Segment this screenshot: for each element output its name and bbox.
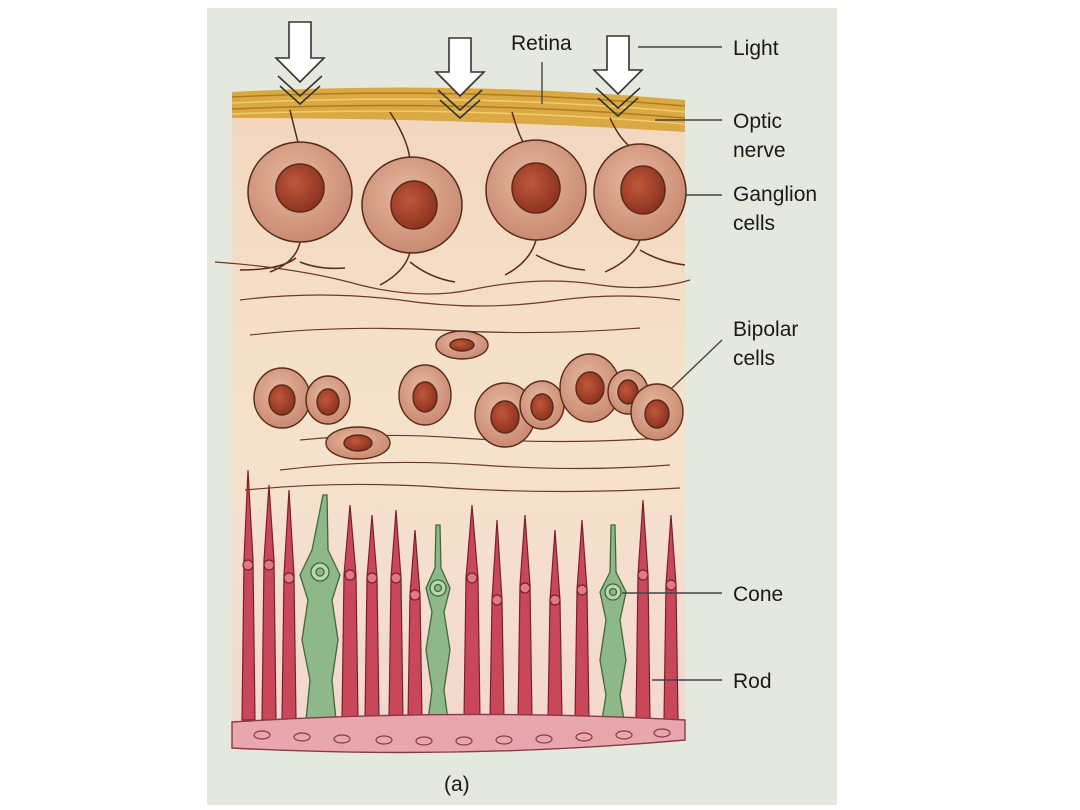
label-retina: Retina [511,32,572,55]
ganglion-cell [361,111,463,286]
plexiform-layer [214,261,691,493]
ganglion-cells [239,109,687,286]
bipolar-cell [559,353,621,423]
label-rod: Rod [733,670,772,693]
light-arrow-2 [434,37,486,120]
light-arrow-3 [592,35,644,118]
bipolar-cell [305,375,351,425]
label-bipolar-cells: cells [733,347,775,370]
label-optic: Optic [733,110,782,133]
bipolar-cell [630,383,684,441]
cone-cell [599,524,627,721]
label-cone: Cone [733,583,783,606]
cone-cell [425,524,451,721]
label-light: Light [733,37,779,60]
bipolar-cell [253,367,311,429]
light-arrows [274,21,644,120]
leader-lines [541,46,723,681]
cones [299,494,627,721]
labels: Retina Light Optic nerve Ganglion cells … [444,32,817,796]
figure-caption: (a) [444,773,470,796]
label-ganglion: Ganglion [733,183,817,206]
label-nerve: nerve [733,139,786,162]
label-ganglion-cells: cells [733,212,775,235]
pigment-epithelium [231,713,686,754]
ganglion-cell [485,111,587,276]
bipolar-cells [253,353,684,448]
light-arrow-1 [274,21,326,106]
bipolar-cell [519,380,565,430]
ganglion-cell [239,109,353,273]
label-bipolar: Bipolar [733,318,798,341]
ganglion-cell [593,117,687,273]
bipolar-cell [398,364,452,426]
horizontal-cells [325,330,489,460]
